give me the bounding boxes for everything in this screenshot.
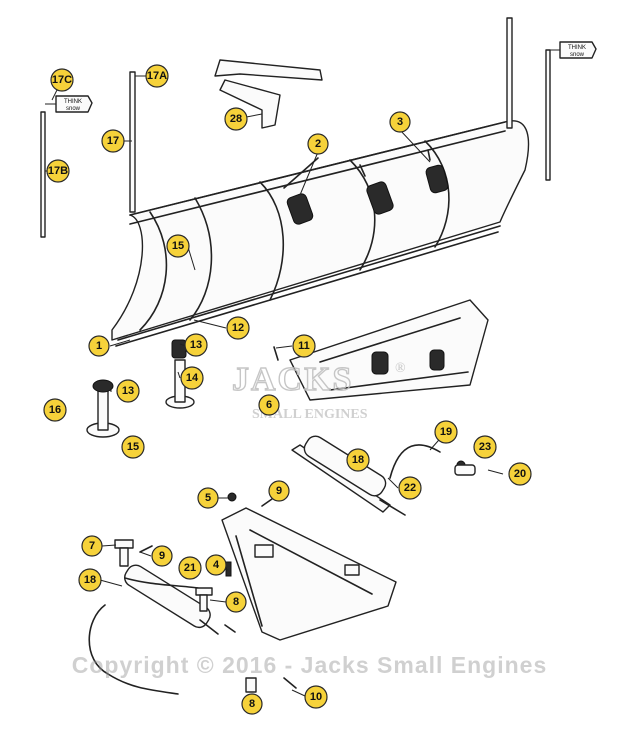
tag-left-line1: THINK xyxy=(64,99,82,105)
watermark-subtitle: SMALL ENGINES xyxy=(252,407,368,422)
callout-7: 7 xyxy=(81,535,103,557)
callout-6: 6 xyxy=(258,394,280,416)
callout-11: 11 xyxy=(292,334,316,358)
plow-blade xyxy=(111,120,530,347)
callouts: 17C 17A 28 17 17B 2 3 15 1 12 13 11 14 1… xyxy=(43,64,532,715)
callout-5: 5 xyxy=(197,487,219,509)
svg-text:17A: 17A xyxy=(147,70,167,82)
svg-text:28: 28 xyxy=(230,113,242,125)
svg-text:17: 17 xyxy=(107,135,119,147)
svg-text:14: 14 xyxy=(186,372,199,384)
svg-text:8: 8 xyxy=(233,596,239,608)
svg-text:13: 13 xyxy=(190,339,202,351)
a-frame xyxy=(221,507,397,641)
svg-text:2: 2 xyxy=(315,138,321,150)
svg-text:13: 13 xyxy=(122,385,134,397)
svg-text:12: 12 xyxy=(232,322,244,334)
svg-text:22: 22 xyxy=(404,482,416,494)
svg-text:19: 19 xyxy=(440,426,452,438)
svg-text:9: 9 xyxy=(276,485,282,497)
callout-14: 14 xyxy=(180,366,204,390)
svg-text:16: 16 xyxy=(49,404,61,416)
rear-frame xyxy=(289,299,489,401)
callout-22: 22 xyxy=(398,476,422,500)
callout-15-lower: 15 xyxy=(121,435,145,459)
leader-lines xyxy=(45,75,504,697)
callout-4: 4 xyxy=(205,554,227,576)
callout-18-upper: 18 xyxy=(346,448,370,472)
callout-20: 20 xyxy=(508,462,532,486)
copyright-watermark: Copyright © 2016 - Jacks Small Engines xyxy=(71,652,548,678)
bracket-28 xyxy=(214,59,323,129)
callout-17: 17 xyxy=(101,129,125,153)
callout-18-lower: 18 xyxy=(78,568,102,592)
svg-text:3: 3 xyxy=(397,116,403,128)
hardware xyxy=(114,346,476,693)
callout-2: 2 xyxy=(307,133,329,155)
svg-text:18: 18 xyxy=(84,574,96,586)
callout-17b: 17B xyxy=(46,159,70,183)
callout-8-lower: 8 xyxy=(241,693,263,715)
svg-text:17C: 17C xyxy=(52,74,72,86)
hydraulic-cylinder-lower xyxy=(88,564,219,695)
tag-right-line2: snow xyxy=(570,52,585,58)
callout-17a: 17A xyxy=(145,64,169,88)
callout-9-lower: 9 xyxy=(151,545,173,567)
svg-text:18: 18 xyxy=(352,454,364,466)
svg-text:5: 5 xyxy=(205,492,211,504)
callout-21: 21 xyxy=(178,556,202,580)
callout-8-upper: 8 xyxy=(225,591,247,613)
hydraulic-cylinder-upper xyxy=(291,435,441,516)
svg-text:11: 11 xyxy=(298,340,310,352)
callout-23: 23 xyxy=(473,435,497,459)
svg-text:20: 20 xyxy=(514,468,526,480)
svg-text:15: 15 xyxy=(127,441,139,453)
callout-16: 16 xyxy=(43,398,67,422)
tag-right-line1: THINK xyxy=(568,45,586,51)
svg-text:8: 8 xyxy=(249,698,255,710)
svg-text:4: 4 xyxy=(213,559,220,571)
callout-3: 3 xyxy=(389,111,411,133)
callout-1: 1 xyxy=(88,335,110,357)
svg-text:17B: 17B xyxy=(48,165,68,177)
callout-12: 12 xyxy=(226,316,250,340)
watermark-registered: ® xyxy=(395,361,406,376)
callout-17c: 17C xyxy=(50,68,74,92)
svg-text:6: 6 xyxy=(266,399,272,411)
callout-28: 28 xyxy=(224,107,248,131)
svg-text:23: 23 xyxy=(479,441,491,453)
svg-text:9: 9 xyxy=(159,550,165,562)
watermark-logo: JACKS xyxy=(232,361,353,398)
callout-10: 10 xyxy=(304,685,328,709)
svg-text:10: 10 xyxy=(310,691,322,703)
svg-text:7: 7 xyxy=(89,540,95,552)
svg-text:1: 1 xyxy=(96,340,102,352)
tag-left-line2: snow xyxy=(66,106,81,112)
callout-13-upper: 13 xyxy=(184,333,208,357)
trip-springs xyxy=(283,149,449,225)
svg-text:21: 21 xyxy=(184,562,196,574)
marker-rods: THINK snow THINK snow xyxy=(40,17,597,238)
watermark: JACKS ® SMALL ENGINES xyxy=(231,360,406,422)
callout-19: 19 xyxy=(434,420,458,444)
callout-15-upper: 15 xyxy=(166,234,190,258)
svg-text:15: 15 xyxy=(172,240,184,252)
callout-13-lower: 13 xyxy=(116,379,140,403)
callout-9-upper: 9 xyxy=(268,480,290,502)
